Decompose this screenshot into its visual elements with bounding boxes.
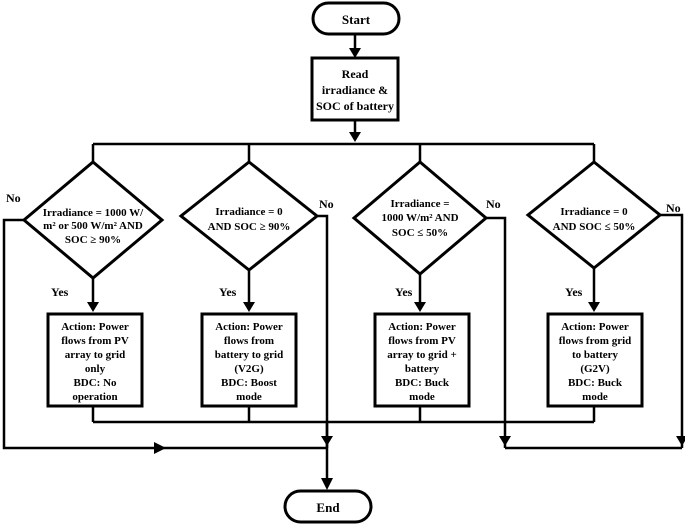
action-box-2 bbox=[200, 312, 298, 408]
arrowhead-no-3 bbox=[499, 436, 511, 446]
action-3-line-6: mode bbox=[409, 391, 435, 403]
action-3-line-2: flows from PV bbox=[388, 335, 456, 347]
action-4-line-6: mode bbox=[582, 391, 608, 403]
no-label-4: No bbox=[666, 201, 681, 215]
connector-no-1 bbox=[2, 218, 158, 450]
action-3-line-1: Action: Power bbox=[388, 321, 456, 333]
decision-1-line-1: Irradiance = 1000 W/ bbox=[43, 207, 144, 219]
yes-label-1: Yes bbox=[51, 285, 69, 299]
decision-diamond-2 bbox=[178, 160, 320, 272]
decision-1-line-3: SOC ≥ 90% bbox=[65, 234, 121, 246]
connector-no-2 bbox=[317, 214, 329, 448]
arrowhead-yes-4 bbox=[588, 302, 600, 312]
action-4-line-2: flows from grid bbox=[559, 335, 632, 347]
connector-no-3 bbox=[486, 216, 507, 448]
action-3-line-4: battery bbox=[405, 363, 440, 375]
end-terminal bbox=[283, 489, 373, 524]
arrowhead-no-4 bbox=[676, 436, 685, 446]
decision-diamond-4 bbox=[525, 160, 663, 270]
action-2-line-5: BDC: Boost bbox=[221, 377, 277, 389]
action-2-line-4: (V2G) bbox=[234, 363, 264, 375]
decision-3-line-1: Irradiance = bbox=[390, 198, 449, 210]
decision-2-line-2: AND SOC ≥ 90% bbox=[208, 221, 291, 233]
decision-diamond-3 bbox=[351, 160, 489, 276]
action-1-line-6: operation bbox=[72, 391, 117, 403]
action-2-line-1: Action: Power bbox=[215, 321, 283, 333]
action-4-line-3: to battery bbox=[572, 349, 619, 361]
decision-3-line-2: 1000 W/m² AND bbox=[381, 212, 458, 224]
arrowhead-no-1 bbox=[154, 442, 166, 454]
read-block bbox=[310, 56, 400, 122]
action-4-line-5: BDC: Buck bbox=[568, 377, 623, 389]
arrowhead-yes-3 bbox=[414, 302, 426, 312]
no-label-2: No bbox=[319, 197, 334, 211]
action-box-1 bbox=[46, 312, 144, 408]
read-line-3: SOC of battery bbox=[316, 99, 394, 113]
yes-label-2: Yes bbox=[219, 285, 237, 299]
arrowhead-end bbox=[321, 478, 333, 490]
end-label: End bbox=[316, 500, 340, 515]
no-label-1: No bbox=[6, 191, 21, 205]
action-3-line-5: BDC: Buck bbox=[395, 377, 450, 389]
start-label: Start bbox=[342, 12, 371, 27]
yes-label-4: Yes bbox=[565, 285, 583, 299]
action-4-line-1: Action: Power bbox=[561, 321, 629, 333]
decision-1-line-2: m² or 500 W/m² AND bbox=[43, 220, 143, 232]
action-1-line-3: array to grid bbox=[65, 349, 125, 361]
action-box-4 bbox=[546, 312, 644, 408]
arrowhead-no-2 bbox=[321, 436, 333, 446]
action-box-3 bbox=[373, 312, 471, 408]
action-1-line-1: Action: Power bbox=[61, 321, 129, 333]
arrowheads bbox=[87, 48, 685, 490]
action-4-line-4: (G2V) bbox=[580, 363, 610, 375]
action-2-line-6: mode bbox=[236, 391, 262, 403]
connector-no-4 bbox=[660, 213, 684, 448]
action-1-line-5: BDC: No bbox=[73, 377, 117, 389]
arrowhead-yes-1 bbox=[87, 302, 99, 312]
action-1-line-2: flows from PV bbox=[61, 335, 129, 347]
arrowhead-split bbox=[349, 132, 361, 142]
decision-diamond-1 bbox=[21, 160, 165, 280]
yes-label-3: Yes bbox=[395, 285, 413, 299]
arrowhead-yes-2 bbox=[243, 302, 255, 312]
decision-4-line-2: AND SOC ≤ 50% bbox=[553, 221, 636, 233]
action-1-line-4: only bbox=[85, 363, 106, 375]
connectors bbox=[2, 34, 684, 482]
decision-4-line-1: Irradiance = 0 bbox=[560, 206, 628, 218]
no-label-3: No bbox=[486, 197, 501, 211]
read-line-1: Read bbox=[342, 67, 369, 81]
arrowhead-read bbox=[349, 48, 361, 58]
read-line-2: irradiance & bbox=[322, 83, 388, 97]
action-3-line-3: array to grid + bbox=[387, 349, 457, 361]
decision-2-line-1: Irradiance = 0 bbox=[215, 206, 283, 218]
action-2-line-2: flows from bbox=[224, 335, 274, 347]
action-2-line-3: battery to grid bbox=[215, 349, 283, 361]
decision-3-line-3: SOC ≤ 50% bbox=[392, 227, 448, 239]
start-terminal bbox=[311, 1, 401, 36]
